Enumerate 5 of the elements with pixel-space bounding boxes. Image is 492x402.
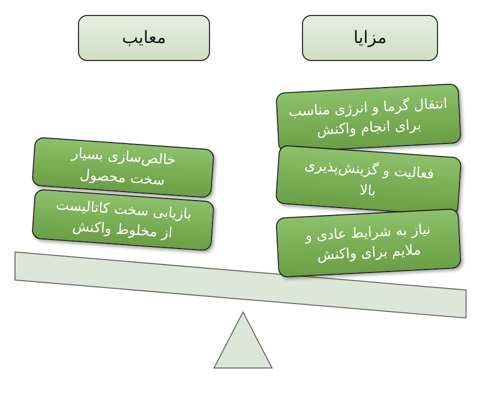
text-card: نیاز به شرایط عادی و ملایم برای واکنش [276,208,462,278]
header-box: معایب [78,15,210,61]
text-card: خالص‌سازی بسیار سخت محصول [32,136,214,198]
header-box: مزایا [302,15,438,61]
text-card: بازیابی سخت کاتالیست از مخلوط واکنش [31,188,215,252]
